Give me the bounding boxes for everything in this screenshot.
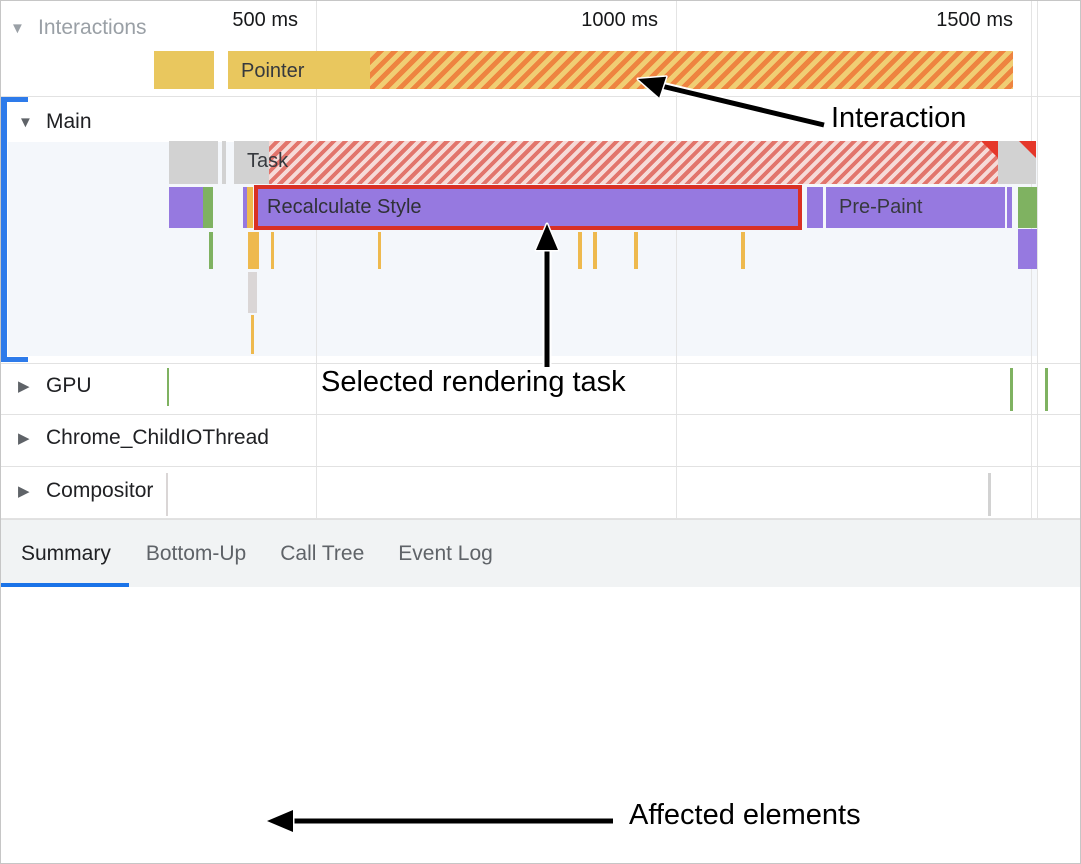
long-task-corner-icon — [1019, 141, 1036, 158]
track-header-main[interactable]: ▼ Main — [18, 110, 92, 134]
tab-event-log[interactable]: Event Log — [398, 541, 493, 565]
main-track-selection-bracket — [1, 97, 28, 362]
selected-recalculate-style-bar-label: Recalculate Style — [267, 196, 422, 218]
track-separator — [1, 518, 1080, 519]
main-task-bar[interactable]: Task — [234, 141, 998, 184]
track-label-main: Main — [46, 110, 92, 133]
expand-arrow-icon[interactable]: ▶ — [18, 483, 30, 500]
child-gray-block[interactable] — [248, 272, 257, 313]
recalc-row-purple-left[interactable] — [169, 187, 203, 228]
child-amber-tick-2[interactable] — [378, 232, 381, 269]
compositor-gray-tick-2[interactable] — [988, 473, 991, 516]
child-amber-tick-6[interactable] — [741, 232, 745, 269]
child-amber-tick-4[interactable] — [593, 232, 597, 269]
bottom-tab-bar: Summary Bottom-Up Call Tree Event Log — [1, 519, 1080, 587]
tab-call-tree[interactable]: Call Tree — [280, 541, 365, 565]
child-purple-right[interactable] — [1018, 229, 1037, 269]
summary-panel: Recalculate Style Total Time752.09 msSel… — [1, 587, 1080, 863]
gridline — [676, 1, 677, 518]
selected-recalculate-style-bar[interactable]: Recalculate Style — [254, 185, 802, 230]
child-amber-tick-5[interactable] — [634, 232, 638, 269]
gpu-green-tick-1[interactable] — [167, 368, 169, 406]
tab-summary[interactable]: Summary — [1, 520, 129, 587]
annotation-affected-elements: Affected elements — [629, 799, 861, 831]
child-green-tick[interactable] — [209, 232, 213, 269]
tab-bottom-up[interactable]: Bottom-Up — [145, 541, 247, 565]
ruler-label: 1500 ms — [936, 9, 1013, 31]
flame-chart[interactable]: 500 ms 1000 ms 1500 ms ▼ Interactions ▼ Ma… — [1, 1, 1080, 519]
trace-right-edge — [1037, 1, 1038, 518]
recalc-row-purple-thin[interactable] — [1007, 187, 1012, 228]
track-separator — [1, 414, 1080, 415]
recalc-row-amber-sliver[interactable] — [247, 187, 253, 228]
interaction-bar-pointer[interactable]: Pointer — [228, 51, 1013, 89]
expand-arrow-icon[interactable]: ▶ — [18, 378, 30, 395]
track-separator — [1, 466, 1080, 467]
pre-paint-bar[interactable]: Pre-Paint — [826, 187, 1005, 228]
track-header-gpu[interactable]: ▶ GPU — [18, 374, 92, 398]
child-amber-deep[interactable] — [251, 315, 254, 354]
track-label-interactions: Interactions — [38, 16, 147, 39]
track-header-compositor[interactable]: ▶ Compositor — [18, 479, 153, 503]
annotation-interaction: Interaction — [831, 102, 967, 134]
main-task-bar-end[interactable] — [998, 141, 1036, 184]
expand-arrow-icon[interactable]: ▶ — [18, 430, 30, 447]
collapse-arrow-icon[interactable]: ▼ — [18, 113, 33, 131]
main-task-bar-small[interactable] — [169, 141, 218, 184]
child-amber-tick-3[interactable] — [578, 232, 582, 269]
gpu-green-tick-2[interactable] — [1010, 368, 1013, 411]
compositor-gray-tick-1[interactable] — [166, 473, 168, 516]
main-task-bar-label: Task — [247, 150, 289, 172]
track-separator — [1, 96, 1080, 97]
recalc-row-green-left[interactable] — [203, 187, 213, 228]
interaction-bar-short[interactable] — [154, 51, 214, 89]
track-label-gpu: GPU — [46, 374, 92, 397]
recalc-row-purple-mid[interactable] — [807, 187, 823, 228]
track-header-interactions[interactable]: ▼ Interactions — [10, 16, 147, 40]
main-task-bar-hatch — [269, 141, 998, 184]
pre-paint-bar-label: Pre-Paint — [839, 196, 923, 218]
recalc-row-purple-sliver[interactable] — [243, 187, 247, 228]
track-header-chrome-childiothread[interactable]: ▶ Chrome_ChildIOThread — [18, 426, 269, 450]
track-separator — [1, 363, 1080, 364]
ruler-label: 1000 ms — [581, 9, 658, 31]
track-label-compositor: Compositor — [46, 479, 154, 502]
track-label-chrome-childiothread: Chrome_ChildIOThread — [46, 426, 269, 449]
main-task-sliver[interactable] — [222, 141, 226, 184]
child-amber-tick-1[interactable] — [271, 232, 274, 269]
gpu-green-tick-3[interactable] — [1045, 368, 1048, 411]
child-amber-block[interactable] — [248, 232, 259, 269]
gridline — [316, 1, 317, 518]
interaction-bar-pointer-label: Pointer — [241, 60, 305, 82]
annotation-selected-rendering-task: Selected rendering task — [321, 366, 626, 398]
recalc-row-green-right[interactable] — [1018, 187, 1037, 228]
ruler-label: 500 ms — [232, 9, 298, 31]
collapse-arrow-icon[interactable]: ▼ — [10, 19, 25, 37]
long-task-corner-icon — [981, 141, 998, 158]
